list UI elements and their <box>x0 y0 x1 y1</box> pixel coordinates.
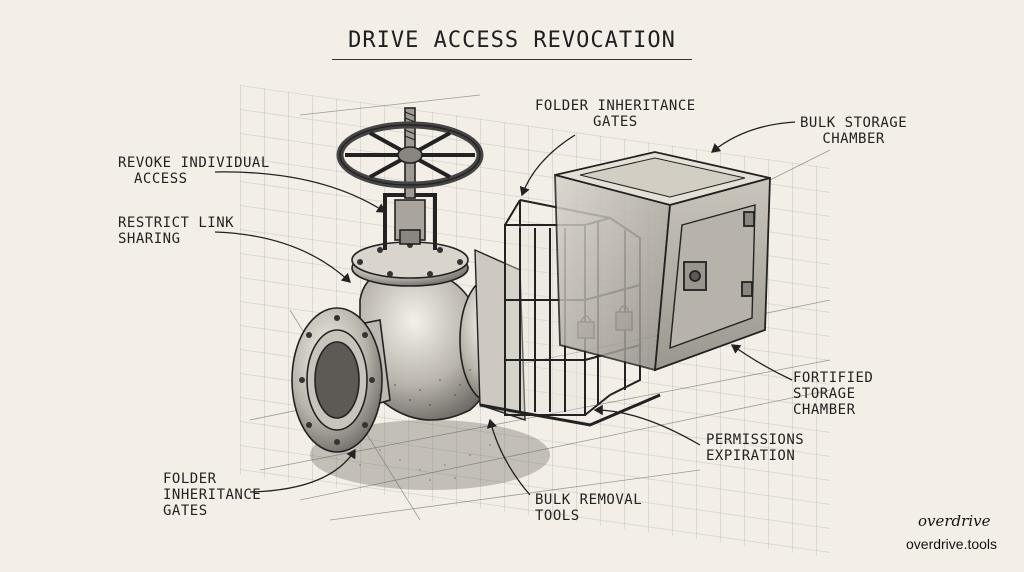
label-line: FOLDER <box>163 471 217 487</box>
arrow-folder-top <box>519 134 576 197</box>
brand-url[interactable]: overdrive.tools <box>906 536 998 552</box>
arrow-restrict <box>214 231 351 283</box>
label-line: EXPIRATION <box>706 448 796 464</box>
label-line: TOOLS <box>535 508 580 524</box>
floor-shadow <box>310 420 550 490</box>
gate-valve <box>291 107 521 453</box>
label-bulk-storage-chamber: BULK STORAGE CHAMBER <box>800 115 907 147</box>
label-line: FORTIFIED <box>793 370 874 386</box>
storage-chamber <box>554 151 771 372</box>
diagram-title: DRIVE ACCESS REVOCATION <box>332 28 692 60</box>
arrow-folder-bottom <box>249 448 356 493</box>
arrow-permissions <box>593 404 701 446</box>
label-permissions-expiration: PERMISSIONS EXPIRATION <box>706 432 804 464</box>
label-line: REVOKE INDIVIDUAL <box>118 155 270 171</box>
label-line: BULK STORAGE <box>800 115 908 131</box>
arrow-revoke <box>214 171 387 213</box>
arrow-bulk-removal <box>486 418 531 496</box>
ground-stipple <box>359 444 491 481</box>
label-folder-inheritance-gates-bottom: FOLDER INHERITANCE GATES <box>163 471 261 519</box>
label-line: FOLDER INHERITANCE <box>535 98 696 114</box>
label-line: INHERITANCE <box>163 487 262 503</box>
label-restrict-link-sharing: RESTRICT LINK SHARING <box>118 215 234 247</box>
label-fortified-storage-chamber: FORTIFIED STORAGE CHAMBER <box>793 370 873 418</box>
label-line: RESTRICT LINK <box>118 215 235 231</box>
label-line: CHAMBER <box>822 131 885 147</box>
label-line: ACCESS <box>134 171 188 187</box>
arrow-fortified <box>730 344 793 381</box>
label-line: STORAGE <box>793 386 856 402</box>
callout-arrows <box>214 121 796 496</box>
label-line: BULK REMOVAL <box>535 492 643 508</box>
label-line: SHARING <box>118 231 181 247</box>
label-revoke-individual-access: REVOKE INDIVIDUAL ACCESS <box>118 155 270 187</box>
label-line: CHAMBER <box>793 402 856 418</box>
label-line: GATES <box>593 114 638 130</box>
label-bulk-removal-tools: BULK REMOVAL TOOLS <box>535 492 642 524</box>
label-line: PERMISSIONS <box>706 432 805 448</box>
label-line: GATES <box>163 503 208 519</box>
label-folder-inheritance-gates-top: FOLDER INHERITANCE GATES <box>535 98 696 130</box>
arrow-bulk-storage <box>710 121 796 153</box>
brand-signature: overdrive <box>918 512 991 530</box>
